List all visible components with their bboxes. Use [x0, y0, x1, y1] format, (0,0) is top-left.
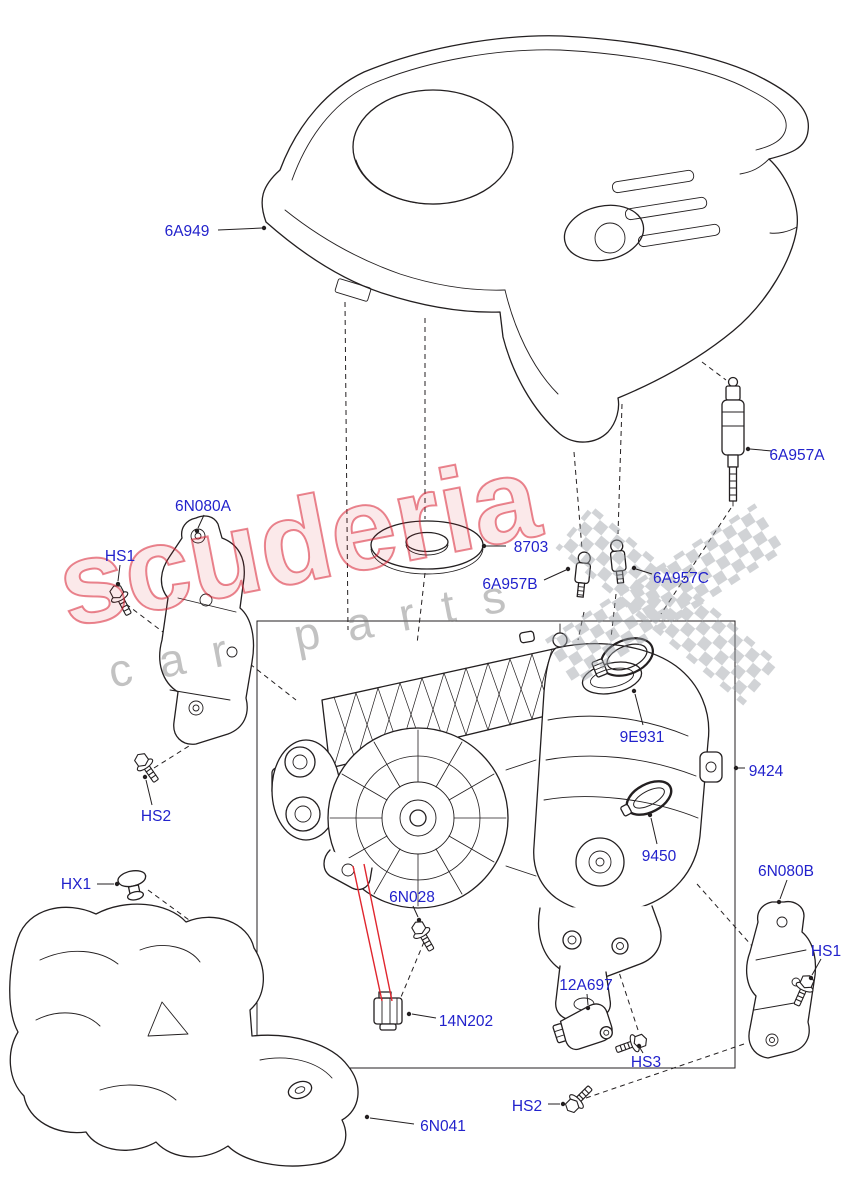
brand-watermark: scuderia car parts [46, 429, 551, 697]
bolt-6n028 [407, 917, 440, 955]
callout-hs2-left[interactable]: HS2 [141, 808, 171, 825]
plug-hx1 [117, 870, 147, 901]
callout-12a697[interactable]: 12A697 [559, 977, 612, 994]
red-pointer-lines [352, 863, 393, 1002]
callout-14n202[interactable]: 14N202 [439, 1013, 493, 1030]
bracket-6n080a [159, 515, 255, 745]
parts-group-box [256, 620, 736, 1069]
callout-6a957b[interactable]: 6A957B [482, 576, 537, 593]
callout-6a957c[interactable]: 6A957C [653, 570, 709, 587]
gasket-9450 [620, 780, 673, 817]
callout-hs1-left[interactable]: HS1 [105, 548, 135, 565]
heat-shield-6n041 [9, 903, 359, 1167]
callout-6n028[interactable]: 6N028 [389, 889, 435, 906]
cover-vents [611, 169, 721, 248]
callout-hs2-bottom[interactable]: HS2 [512, 1098, 542, 1115]
callout-hs3[interactable]: HS3 [631, 1054, 661, 1071]
callout-8703[interactable]: 8703 [514, 539, 548, 556]
callout-hx1[interactable]: HX1 [61, 876, 91, 893]
bracket-6n080b [745, 900, 817, 1059]
callout-hs1-right[interactable]: HS1 [811, 943, 841, 960]
intake-manifold [271, 623, 723, 1021]
engine-cover [261, 35, 809, 443]
sensor-12a697 [552, 1003, 613, 1051]
callout-6a949[interactable]: 6A949 [165, 223, 210, 240]
cover-badge [563, 204, 645, 262]
checkered-flag-watermark [544, 503, 786, 706]
sensor-6a957a [721, 376, 745, 507]
grommet-8703 [370, 520, 484, 575]
leader-lines [97, 225, 822, 1125]
callout-6a957a[interactable]: 6A957A [769, 447, 825, 464]
callout-9424[interactable]: 9424 [749, 763, 784, 780]
clip-14n202 [373, 991, 403, 1031]
bolt-hs2-left [129, 748, 165, 787]
callout-labels: 6A949 6A957A 8703 6A957B 6A957C 6N080A H… [61, 223, 841, 1135]
callout-6n080a[interactable]: 6N080A [175, 498, 232, 515]
callout-9e931[interactable]: 9E931 [620, 729, 665, 746]
bolt-hs2-bottom [560, 1080, 598, 1118]
callout-6n041[interactable]: 6N041 [420, 1118, 466, 1135]
callout-9450[interactable]: 9450 [642, 848, 677, 865]
callout-6n080b[interactable]: 6N080B [758, 863, 814, 880]
